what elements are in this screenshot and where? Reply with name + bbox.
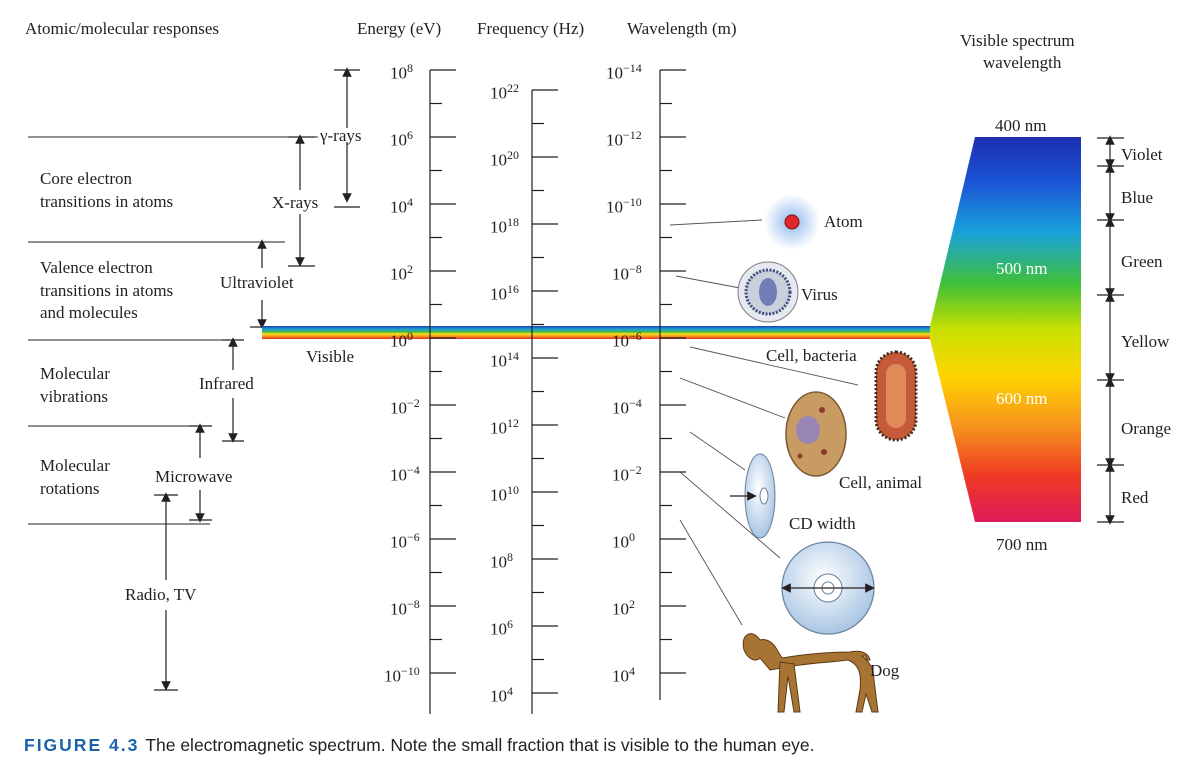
bacteria-illustration: [874, 350, 918, 442]
response-core-2: transitions in atoms: [40, 192, 174, 211]
color-orange: Orange: [1121, 419, 1172, 438]
wavelength-tick-label: 10−14: [606, 61, 642, 83]
wavelength-tick-label: 10−2: [612, 463, 642, 485]
frequency-tick-label: 1016: [490, 282, 519, 304]
region-visible: Visible: [306, 347, 355, 366]
header-visible-2: wavelength: [983, 53, 1062, 72]
figure-caption-text: The electromagnetic spectrum. Note the s…: [145, 735, 815, 755]
energy-tick-label: 104: [390, 195, 413, 217]
region-infrared: Infrared: [199, 374, 254, 393]
region-uv: Ultraviolet: [220, 273, 294, 292]
frequency-tick-label: 1010: [490, 483, 519, 505]
energy-tick-label: 10−4: [390, 463, 420, 485]
region-arrows: [154, 67, 360, 691]
response-vib-1: Molecular: [40, 364, 110, 383]
color-green: Green: [1121, 252, 1163, 271]
dog-illustration: [742, 633, 879, 713]
object-dog-label: Dog: [870, 661, 900, 680]
object-bacteria-label: Cell, bacteria: [766, 346, 857, 365]
frequency-tick-label: 108: [490, 550, 513, 572]
energy-tick-label: 102: [390, 262, 413, 284]
response-core-1: Core electron: [40, 169, 133, 188]
energy-tick-label: 108: [390, 61, 413, 83]
response-valence-3: and molecules: [40, 303, 138, 322]
header-wavelength: Wavelength (m): [627, 19, 737, 38]
wavelength-tick-label: 10−10: [606, 195, 642, 217]
visible-band: [262, 326, 930, 339]
object-pointers: [669, 219, 859, 626]
nm-500-label: 500 nm: [996, 259, 1048, 278]
animal-cell-illustration: [785, 391, 847, 477]
header-visible-1: Visible spectrum: [960, 31, 1075, 50]
frequency-tick-label: 1020: [490, 148, 519, 170]
cd-face-illustration: [781, 541, 875, 635]
response-vib-2: vibrations: [40, 387, 108, 406]
frequency-tick-label: 1012: [490, 416, 519, 438]
color-band-arrows: [1097, 135, 1124, 525]
header-frequency: Frequency (Hz): [477, 19, 585, 38]
response-rot-1: Molecular: [40, 456, 110, 475]
wavelength-tick-label: 10−6: [612, 329, 642, 351]
wavelength-tick-label: 10−8: [612, 262, 642, 284]
nm-600-label: 600 nm: [996, 389, 1048, 408]
color-yellow: Yellow: [1121, 332, 1170, 351]
region-radio: Radio, TV: [125, 585, 197, 604]
wavelength-tick-label: 10−4: [612, 396, 642, 418]
object-virus-label: Virus: [801, 285, 838, 304]
nm-700-label: 700 nm: [996, 535, 1048, 554]
wavelength-scale: [659, 69, 686, 700]
frequency-tick-label: 1014: [490, 349, 519, 371]
wavelength-tick-label: 102: [612, 597, 635, 619]
region-xray: X-rays: [272, 193, 319, 212]
object-animal-label: Cell, animal: [839, 473, 923, 492]
response-valence-2: transitions in atoms: [40, 281, 174, 300]
header-energy: Energy (eV): [357, 19, 442, 38]
color-red: Red: [1121, 488, 1149, 507]
energy-scale: [429, 69, 456, 714]
frequency-tick-label: 106: [490, 617, 513, 639]
object-cd-label: CD width: [789, 514, 856, 533]
energy-tick-label: 10−6: [390, 530, 420, 552]
wavelength-tick-label: 100: [612, 530, 635, 552]
response-separators: [28, 136, 318, 525]
energy-tick-label: 10−10: [384, 664, 420, 686]
header-atomic-responses: Atomic/molecular responses: [25, 19, 220, 38]
atom-illustration: [764, 194, 820, 250]
response-rot-2: rotations: [40, 479, 100, 498]
visible-fan: [930, 137, 1081, 522]
color-violet: Violet: [1121, 145, 1163, 164]
wavelength-tick-label: 104: [612, 664, 635, 686]
color-blue: Blue: [1121, 188, 1154, 207]
response-valence-1: Valence electron: [40, 258, 153, 277]
energy-tick-label: 10−8: [390, 597, 420, 619]
nm-400-label: 400 nm: [995, 116, 1047, 135]
wavelength-tick-label: 10−12: [606, 128, 642, 150]
cd-edge-illustration: [730, 453, 776, 539]
energy-tick-label: 100: [390, 329, 413, 351]
energy-tick-label: 10−2: [390, 396, 420, 418]
figure-label: FIGURE 4.3: [24, 735, 140, 755]
virus-illustration: [737, 261, 799, 323]
region-microwave: Microwave: [155, 467, 233, 486]
frequency-tick-label: 1018: [490, 215, 519, 237]
frequency-tick-label: 104: [490, 684, 513, 706]
energy-tick-label: 106: [390, 128, 413, 150]
object-atom-label: Atom: [824, 212, 863, 231]
region-gamma: γ-rays: [320, 126, 362, 145]
frequency-tick-label: 1022: [490, 81, 519, 103]
frequency-scale: [531, 89, 558, 714]
